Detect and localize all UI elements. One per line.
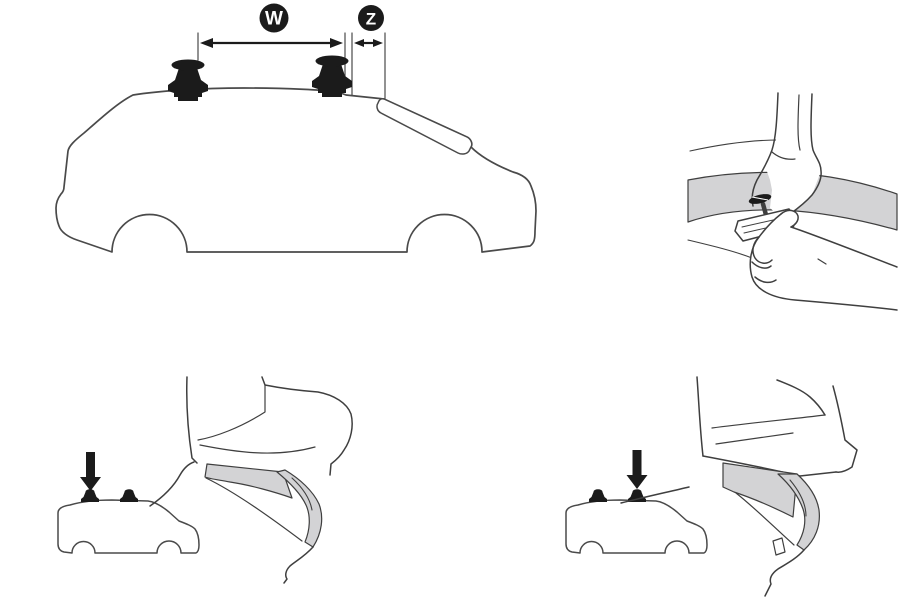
car-outline <box>55 87 537 253</box>
hand <box>749 209 898 311</box>
sill-contour-under-strap <box>205 477 303 542</box>
foot-inner-line <box>715 432 794 445</box>
rear-foot-position-panel <box>57 376 354 584</box>
width-badge-label: W <box>265 9 283 30</box>
clamp-strap-inner-line <box>789 479 807 517</box>
locating-tab <box>772 537 786 556</box>
sill-contour-left <box>149 461 195 507</box>
front-position-arrow-icon <box>626 450 648 489</box>
foot-inner-line <box>197 384 266 441</box>
curled-finger-line <box>751 261 772 269</box>
door-jamb-shade <box>204 463 293 499</box>
foot-inner-line <box>711 414 826 429</box>
clamp-hand-detail-panel <box>687 92 898 311</box>
width-badge: W <box>259 3 289 33</box>
curled-finger-line <box>754 276 777 284</box>
foot-bracket-crease <box>797 94 801 151</box>
foot-bracket-body <box>764 93 821 216</box>
door-jamb-shade <box>722 462 798 518</box>
foot-top-edge <box>776 379 826 416</box>
rear-clamp-detail <box>149 376 354 584</box>
mini-car-rear <box>57 488 200 554</box>
windshield <box>376 98 473 155</box>
knuckle-line <box>817 258 827 265</box>
sill-contour-left <box>620 486 690 504</box>
crossbar-spacing-panel: W Z <box>55 3 537 253</box>
front-clamp-detail <box>620 376 858 597</box>
foot-right-edge <box>832 385 858 473</box>
foot-top-edge <box>261 376 353 476</box>
sill-contour-under-strap <box>735 492 795 546</box>
door-contour-line <box>687 239 753 259</box>
foot-body-fill <box>697 377 857 476</box>
strap-tail-line <box>764 549 805 597</box>
width-dimension-arrow <box>200 38 343 48</box>
foot-body-fill <box>187 377 354 475</box>
foot-bracket-right-edge <box>789 93 822 215</box>
roof-contour-line <box>689 139 780 152</box>
clamp-strap-inner-line <box>291 477 313 511</box>
foot-bracket-bend-line <box>771 151 796 160</box>
foot-left-edge <box>186 376 198 464</box>
rear-position-arrow-icon <box>80 452 101 491</box>
clamp-strap <box>276 469 323 548</box>
offset-badge: Z <box>358 5 384 31</box>
front-crossbar-foot-icon <box>312 55 352 97</box>
foot-inner-line <box>199 444 316 454</box>
rear-crossbar-foot-icon <box>168 59 208 101</box>
strap-tail-line <box>283 546 314 584</box>
fixpoint-screw-icon <box>748 194 772 218</box>
foot-left-edge <box>696 376 704 457</box>
front-foot-position-panel <box>565 376 858 597</box>
offset-dimension-arrow <box>354 39 383 47</box>
foot-bracket-left-edge <box>751 92 779 207</box>
curled-finger-line <box>752 236 773 264</box>
offset-badge-label: Z <box>366 10 376 29</box>
clamp-strap <box>777 473 820 551</box>
